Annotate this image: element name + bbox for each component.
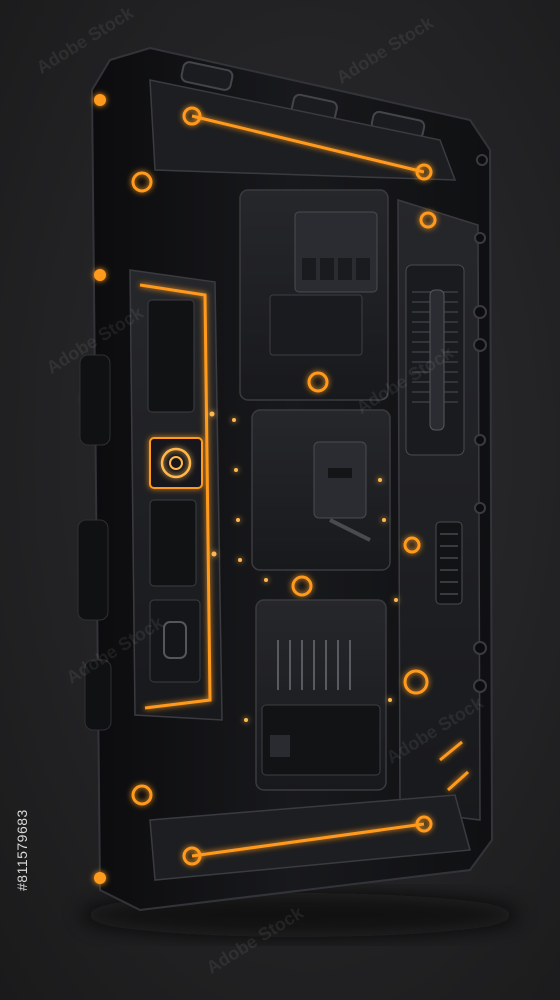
left-glow-frame — [139, 283, 212, 710]
cable-a — [329, 518, 371, 542]
chip-large-fins — [302, 258, 370, 280]
left-module-top — [147, 299, 195, 413]
connector-slot — [270, 735, 290, 757]
badge-ring-icon — [160, 447, 192, 479]
left-module-middle — [149, 499, 197, 587]
connector-block — [261, 704, 381, 776]
center-lower-ring-light — [291, 575, 313, 597]
left-module-bottom-inner — [163, 621, 187, 659]
right-edge-holes — [473, 154, 488, 693]
top-plate — [149, 79, 457, 181]
small-leds — [209, 411, 398, 722]
circuit-block-a — [269, 294, 363, 356]
left-module-badge — [149, 437, 203, 489]
top-light-node-left — [182, 106, 202, 126]
bottom-light-node-left — [182, 846, 202, 866]
bottom-light-node-right — [415, 815, 433, 833]
bottom-light-strip — [191, 822, 425, 858]
vent-grille — [435, 521, 463, 605]
left-bumpers — [77, 354, 112, 731]
right-mid-ring-light — [403, 536, 421, 554]
chip-medium — [313, 441, 367, 519]
left-module-bottom — [149, 599, 201, 683]
badge-core-icon — [169, 456, 183, 470]
top-light-strip — [191, 114, 425, 174]
heatsink-handle — [429, 289, 445, 431]
top-light-node-right — [415, 163, 433, 181]
right-arrow-lights — [439, 740, 470, 792]
top-handle-left — [180, 61, 234, 91]
stock-id-label: #811579683 — [14, 809, 30, 891]
right-ring-light — [403, 669, 429, 695]
vent-slots — [440, 533, 458, 595]
circuit-pins — [277, 640, 351, 690]
center-ring-light — [307, 371, 329, 393]
bottom-plate — [149, 794, 471, 881]
chip-medium-slot — [328, 468, 352, 478]
right-top-ring-light — [419, 211, 437, 229]
